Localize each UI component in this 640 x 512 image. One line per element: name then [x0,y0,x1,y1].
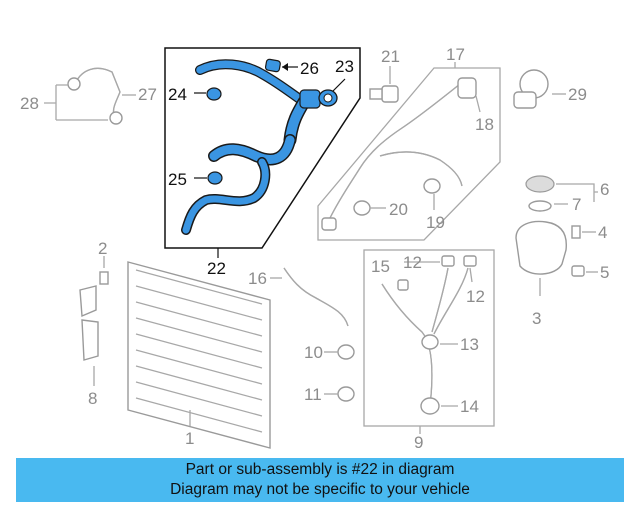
sensor-21 [369,66,399,103]
clamp-25 [194,171,223,185]
seal-11 [324,386,355,402]
callout-5: 5 [600,263,609,282]
seal-10 [324,344,355,360]
callout-11: 11 [304,385,322,404]
callout-22: 22 [207,259,226,278]
callout-4: 4 [598,223,607,242]
clamp-28b-icon [109,111,123,125]
callout-20: 20 [389,200,408,219]
callout-9: 9 [414,433,423,452]
callout-13: 13 [460,335,479,354]
callout-3: 3 [532,309,541,328]
callout-14: 14 [460,397,479,416]
callout-12b: 12 [466,287,485,306]
pump-29 [513,69,566,109]
callout-8: 8 [88,389,97,408]
banner-line-2: Diagram may not be specific to your vehi… [170,481,470,498]
callout-15: 15 [371,257,390,276]
callout-16: 16 [248,269,267,288]
hose-assembly-27-28 [44,67,136,125]
assembly-9-box [363,249,495,434]
expansion-tank-3 [515,220,567,296]
pipe-16 [270,267,349,327]
callout-19: 19 [426,213,445,232]
radiator-1 [127,261,271,449]
callout-27: 27 [138,85,157,104]
cooling-system-diagram: 28 27 22 23 26 [20,45,609,452]
callout-28: 28 [20,94,39,113]
callout-21: 21 [381,47,400,66]
coolant-hose-lower [181,134,296,235]
callout-6: 6 [600,180,609,199]
plug-26 [264,58,298,73]
assembly-22-box [164,47,361,258]
cap-6-seal-7 [525,175,598,212]
callout-12a: 12 [403,253,422,272]
callout-18: 18 [475,115,494,134]
callout-17: 17 [446,45,465,64]
bolt-4 [571,225,596,239]
callout-23: 23 [335,57,354,76]
callout-29: 29 [568,85,587,104]
clamp-24 [194,87,222,101]
callout-2: 2 [98,239,107,258]
banner-line-1: Part or sub-assembly is #22 in diagram [185,461,455,478]
callout-25: 25 [168,170,187,189]
clamp-28-icon [67,77,81,91]
assembly-17-box [317,62,501,241]
bracket-5 [571,265,598,277]
coolant-hose-upper [195,59,311,147]
callout-24: 24 [168,85,187,104]
callout-26: 26 [300,59,319,78]
connector-23 [299,78,346,109]
info-banner: Part or sub-assembly is #22 in diagram D… [16,458,624,502]
callout-10: 10 [304,343,323,362]
bracket-2 [79,256,109,386]
callout-1: 1 [185,429,194,448]
callout-7: 7 [572,195,581,214]
